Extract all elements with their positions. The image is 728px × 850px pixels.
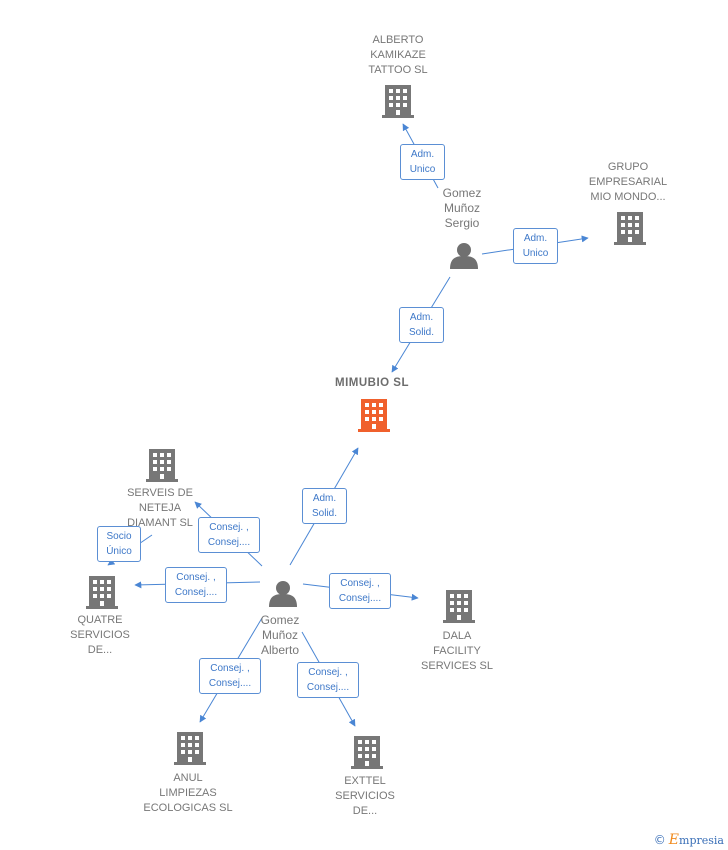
node-alberto-kamikaze-label[interactable]: ALBERTO KAMIKAZE TATTOO SL [348,33,448,78]
logo-text: mpresia [679,834,724,847]
building-icon[interactable] [351,736,383,769]
node-quatre-servicios-label[interactable]: QUATRE SERVICIOS DE... [55,613,145,658]
node-gomez-sergio-label[interactable]: Gomez Muñoz Sergio [422,186,502,231]
relation-badge-alberto-serveis[interactable]: Consej. , Consej.... [198,517,260,553]
building-icon[interactable] [146,449,178,482]
label-line: NETEJA [138,502,182,514]
node-gomez-alberto-label[interactable]: Gomez Muñoz Alberto [240,613,320,658]
label-line: KAMIKAZE [370,49,426,61]
label-line: EMPRESARIAL [588,176,668,188]
building-icon[interactable] [443,590,475,623]
building-icon[interactable] [174,732,206,765]
label-line: LIMPIEZAS [159,787,217,799]
person-icon[interactable] [269,581,297,607]
label-line: SERVICIOS [335,790,395,802]
relation-line: Consej.... [338,593,382,604]
relation-line: Solid. [408,327,434,338]
relation-line: Adm. [410,149,435,160]
relation-badge-serveis-quatre[interactable]: Socio Único [97,526,141,562]
node-serveis-neteja-label[interactable]: SERVEIS DE NETEJA DIAMANT SL [110,486,210,531]
label-line: SERVEIS DE [127,487,193,499]
label-line: QUATRE [77,614,123,626]
edges [107,123,589,727]
relation-line: Consej.... [208,678,252,689]
building-icon[interactable] [86,576,118,609]
node-anul-limpiezas-label[interactable]: ANUL LIMPIEZAS ECOLOGICAS SL [128,771,248,816]
relation-badge-alberto-exttel[interactable]: Consej. , Consej.... [297,662,359,698]
node-exttel-servicios-label[interactable]: EXTTEL SERVICIOS DE... [320,774,410,819]
label-line: SERVICIOS [70,629,130,641]
label-line: Sergio [444,216,480,230]
relation-line: Socio [106,531,132,542]
relation-badge-alberto-quatre[interactable]: Consej. , Consej.... [165,567,227,603]
relation-line: Adm. [312,493,337,504]
building-icon[interactable] [614,212,646,245]
label-line: Muñoz [443,201,481,215]
relation-badge-alberto-anul[interactable]: Consej. , Consej.... [199,658,261,694]
label-line: DE... [87,644,113,656]
copyright-symbol: © [653,833,666,847]
relation-line: Consej. , [176,572,216,583]
label-line: DE... [352,805,378,817]
label-line: EXTTEL [344,775,386,787]
relation-line: Consej. , [308,667,348,678]
relation-line: Consej.... [174,587,218,598]
person-icon[interactable] [450,243,478,269]
label-line: DALA [442,630,472,642]
relation-line: Adm. [523,233,548,244]
label-line: Muñoz [261,628,299,642]
relation-badge-sergio-grupo[interactable]: Adm. Unico [513,228,558,264]
relation-line: Unico [522,248,549,259]
label-line: MIMUBIO SL [335,377,409,389]
label-line: ALBERTO [372,34,424,46]
label-line: DIAMANT SL [127,517,193,529]
relation-line: Consej.... [306,682,350,693]
relation-line: Único [106,546,132,557]
node-dala-facility-label[interactable]: DALA FACILITY SERVICES SL [402,629,512,674]
label-line: GRUPO [607,161,649,173]
relation-badge-alberto-dala[interactable]: Consej. , Consej.... [329,573,391,609]
building-icon[interactable] [358,399,390,432]
label-line: Alberto [260,643,300,657]
label-line: MIO MONDO... [590,191,666,203]
label-line: Gomez [260,613,300,627]
relation-line: Adm. [409,312,434,323]
logo-initial: E [668,832,680,848]
relation-line: Consej.... [207,537,251,548]
label-line: SERVICES SL [421,660,493,672]
label-line: Gomez [442,186,482,200]
relation-line: Solid. [311,508,337,519]
node-mimubio-label[interactable]: MIMUBIO SL [312,376,432,391]
label-line: FACILITY [433,645,481,657]
node-icons [86,85,646,769]
relation-line: Consej. , [209,522,249,533]
label-line: TATTOO SL [368,64,428,76]
label-line: ECOLOGICAS SL [143,802,233,814]
node-grupo-empresarial-label[interactable]: GRUPO EMPRESARIAL MIO MONDO... [578,160,678,205]
relation-badge-sergio-mimubio[interactable]: Adm. Solid. [399,307,444,343]
relation-line: Consej. , [340,578,380,589]
building-icon[interactable] [382,85,414,118]
relation-badge-alberto-mimubio[interactable]: Adm. Solid. [302,488,347,524]
empresia-logo: ©Empresia [654,832,724,848]
relation-line: Unico [409,164,436,175]
relation-badge-sergio-alberto-kamikaze[interactable]: Adm. Unico [400,144,445,180]
label-line: ANUL [173,772,203,784]
relation-line: Consej. , [210,663,250,674]
